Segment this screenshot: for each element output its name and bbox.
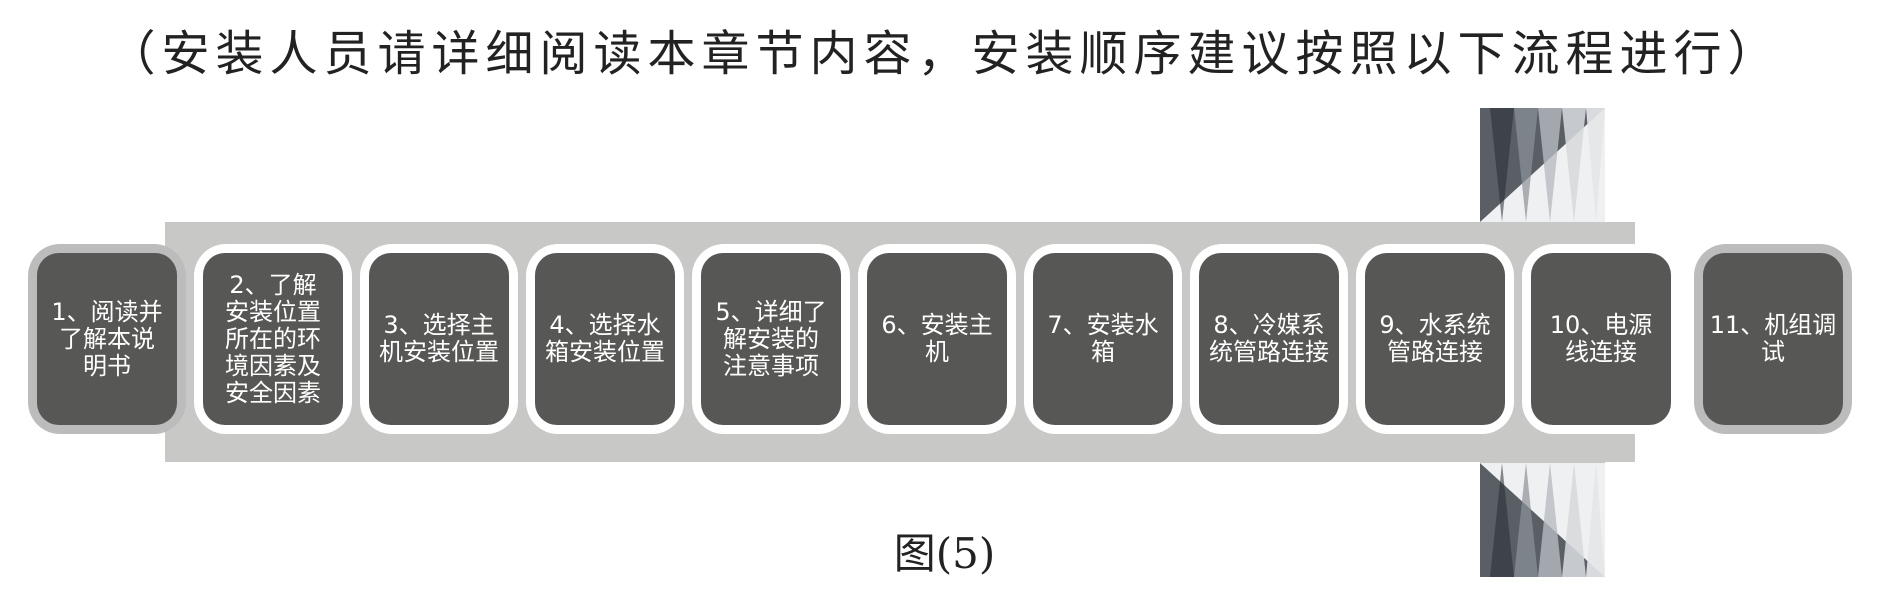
instruction-header: （安装人员请详细阅读本章节内容，安装顺序建议按照以下流程进行） (107, 26, 1782, 82)
step-label: 11、机组调 试 (1703, 253, 1843, 425)
step-label: 5、详细了 解安装的 注意事项 (701, 253, 841, 425)
step-label: 3、选择主 机安装位置 (369, 253, 509, 425)
flow-step-10: 10、电源 线连接 (1522, 244, 1680, 434)
step-label: 6、安装主 机 (867, 253, 1007, 425)
flow-step-7: 7、安装水 箱 (1024, 244, 1182, 434)
flow-step-4: 4、选择水 箱安装位置 (526, 244, 684, 434)
flow-step-8: 8、冷媒系 统管路连接 (1190, 244, 1348, 434)
arrow-top-block (1480, 108, 1605, 222)
figure-caption: 图(5) (893, 529, 996, 578)
step-label: 8、冷媒系 统管路连接 (1199, 253, 1339, 425)
flow-step-6: 6、安装主 机 (858, 244, 1016, 434)
step-label: 9、水系统 管路连接 (1365, 253, 1505, 425)
arrow-bottom-block (1480, 463, 1605, 577)
flow-step-11: 11、机组调 试 (1694, 244, 1852, 434)
flow-step-3: 3、选择主 机安装位置 (360, 244, 518, 434)
step-label: 10、电源 线连接 (1531, 253, 1671, 425)
flow-step-5: 5、详细了 解安装的 注意事项 (692, 244, 850, 434)
flow-step-1: 1、阅读并 了解本说 明书 (28, 244, 186, 434)
step-label: 1、阅读并 了解本说 明书 (37, 253, 177, 425)
step-label: 4、选择水 箱安装位置 (535, 253, 675, 425)
step-label: 7、安装水 箱 (1033, 253, 1173, 425)
step-label: 2、了解 安装位置 所在的环 境因素及 安全因素 (203, 253, 343, 425)
flow-step-9: 9、水系统 管路连接 (1356, 244, 1514, 434)
flow-step-2: 2、了解 安装位置 所在的环 境因素及 安全因素 (194, 244, 352, 434)
